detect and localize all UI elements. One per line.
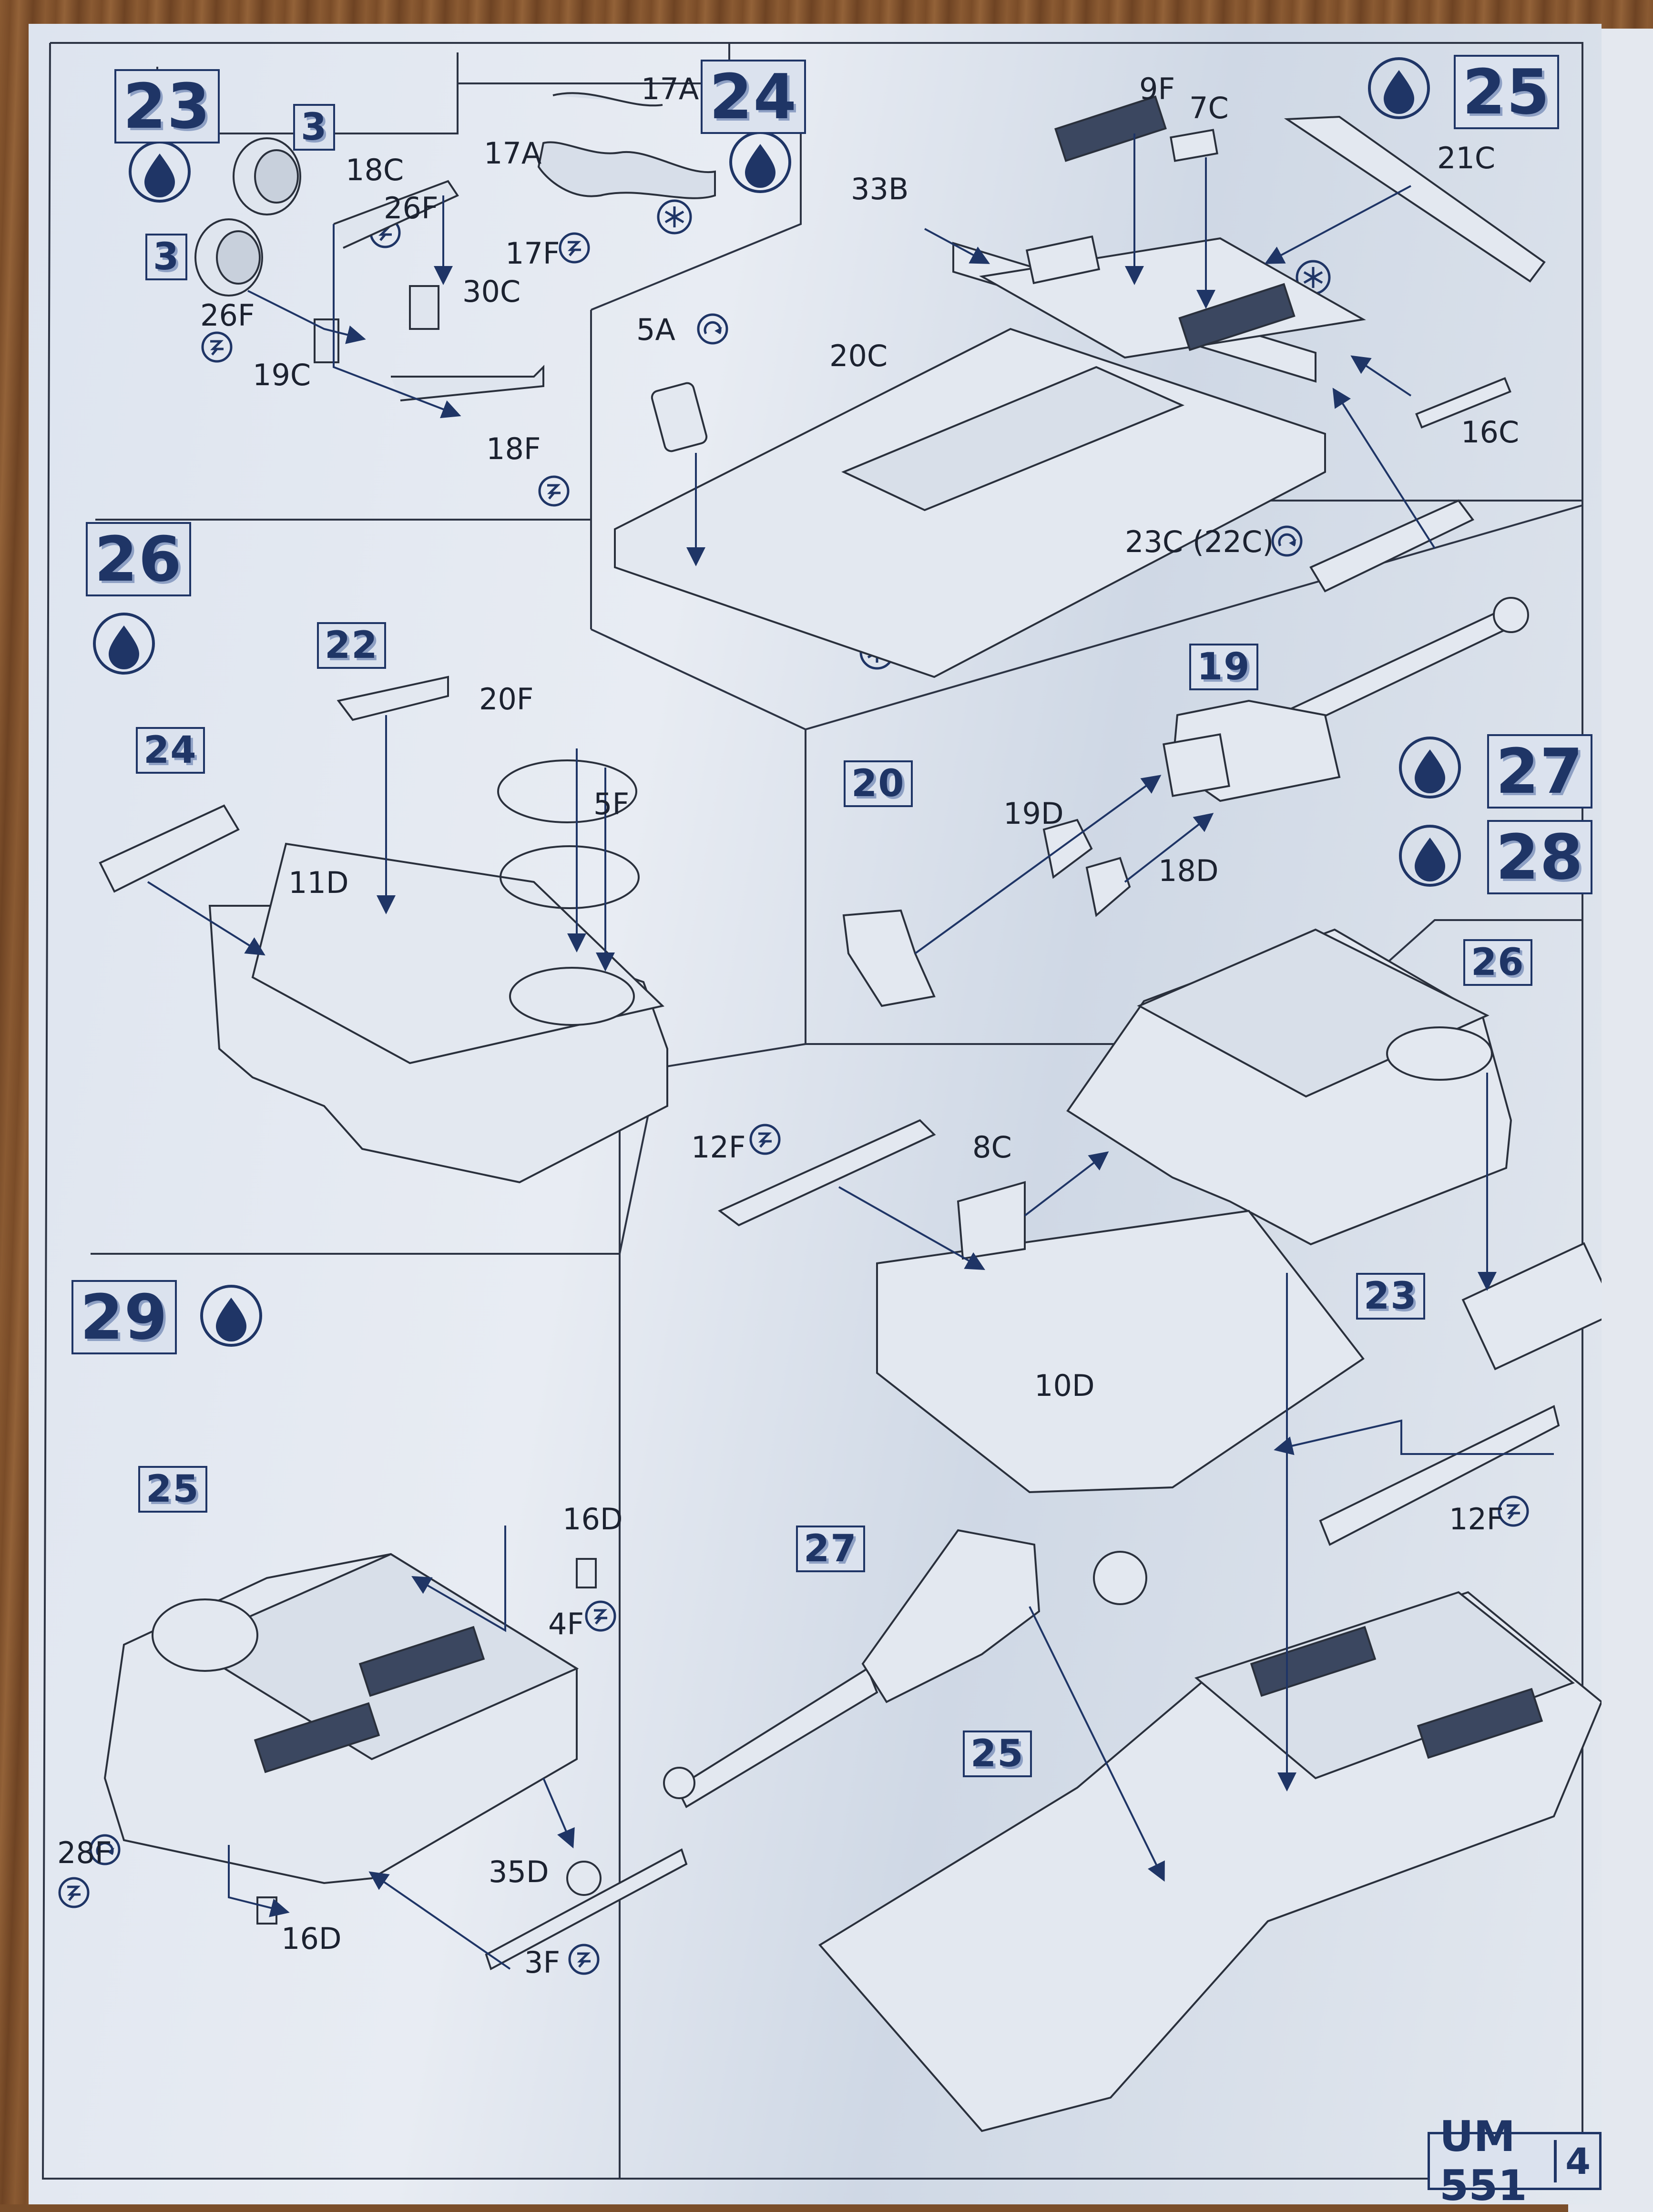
part-label: 11D — [288, 865, 349, 900]
step-24-number: 24 — [701, 60, 806, 134]
part-label: 30C — [462, 274, 521, 309]
step-28-number: 28 — [1487, 820, 1592, 894]
part-label: 5F — [593, 787, 630, 821]
ref-label: 24 — [136, 727, 205, 774]
part-label: 12F — [1449, 1502, 1504, 1536]
step-27-number: 27 — [1487, 734, 1592, 809]
instruction-page: 23 24 25 26 27 28 29 3 3 22 24 19 20 26 … — [29, 24, 1602, 2210]
part-label: 23C (22C) — [1125, 524, 1274, 559]
part-label: 20C — [829, 338, 888, 373]
page-footer: UM 551 4 — [1428, 2112, 1602, 2210]
part-label: 17A — [484, 136, 542, 171]
kit-code: UM 551 — [1439, 2112, 1527, 2210]
part-label: 8C — [972, 1130, 1012, 1165]
part-label: 4F — [548, 1607, 584, 1641]
part-label: 26F — [200, 298, 255, 333]
part-label: 35D — [489, 1854, 549, 1889]
part-label: 16D — [562, 1502, 623, 1536]
step-29-number: 29 — [71, 1280, 177, 1354]
part-label: 19D — [1003, 796, 1064, 831]
part-label: 16C — [1461, 415, 1520, 450]
part-label: 17A — [641, 72, 699, 106]
part-label: 17F — [505, 236, 560, 271]
part-label: 20F — [479, 682, 534, 717]
part-label: 18D — [1158, 853, 1219, 888]
part-label: 12F — [691, 1130, 746, 1165]
part-label: 26F — [384, 191, 439, 225]
part-label: 16D — [281, 1921, 342, 1956]
ref-label: 22 — [317, 622, 386, 669]
part-label: 21C — [1437, 141, 1496, 175]
ref-label: 27 — [796, 1526, 865, 1572]
part-label: 28F — [57, 1835, 112, 1870]
part-label: 7C — [1189, 91, 1229, 125]
part-label: 18F — [486, 431, 541, 466]
ref-label: 26 — [1463, 939, 1532, 986]
ref-label: 3 — [145, 234, 188, 280]
part-label: 5A — [636, 312, 675, 347]
part-label: 10D — [1034, 1368, 1095, 1403]
part-label: 3F — [524, 1945, 561, 1980]
ref-label: 20 — [844, 760, 913, 807]
ref-label: 19 — [1189, 644, 1258, 690]
ref-label: 23 — [1356, 1273, 1425, 1320]
ref-label: 25 — [138, 1466, 207, 1513]
part-label: 33B — [851, 172, 909, 206]
part-label: 9F — [1139, 72, 1175, 106]
ref-label: 25 — [963, 1731, 1032, 1777]
part-label: 19C — [253, 358, 311, 392]
ref-label: 3 — [293, 104, 336, 151]
assembly-drawings — [41, 42, 1602, 2180]
step-26-number: 26 — [86, 522, 191, 596]
step-23-number: 23 — [114, 69, 220, 143]
page-number: 4 — [1554, 2140, 1599, 2182]
step-25-number: 25 — [1454, 55, 1559, 129]
part-label: 18C — [346, 153, 404, 187]
